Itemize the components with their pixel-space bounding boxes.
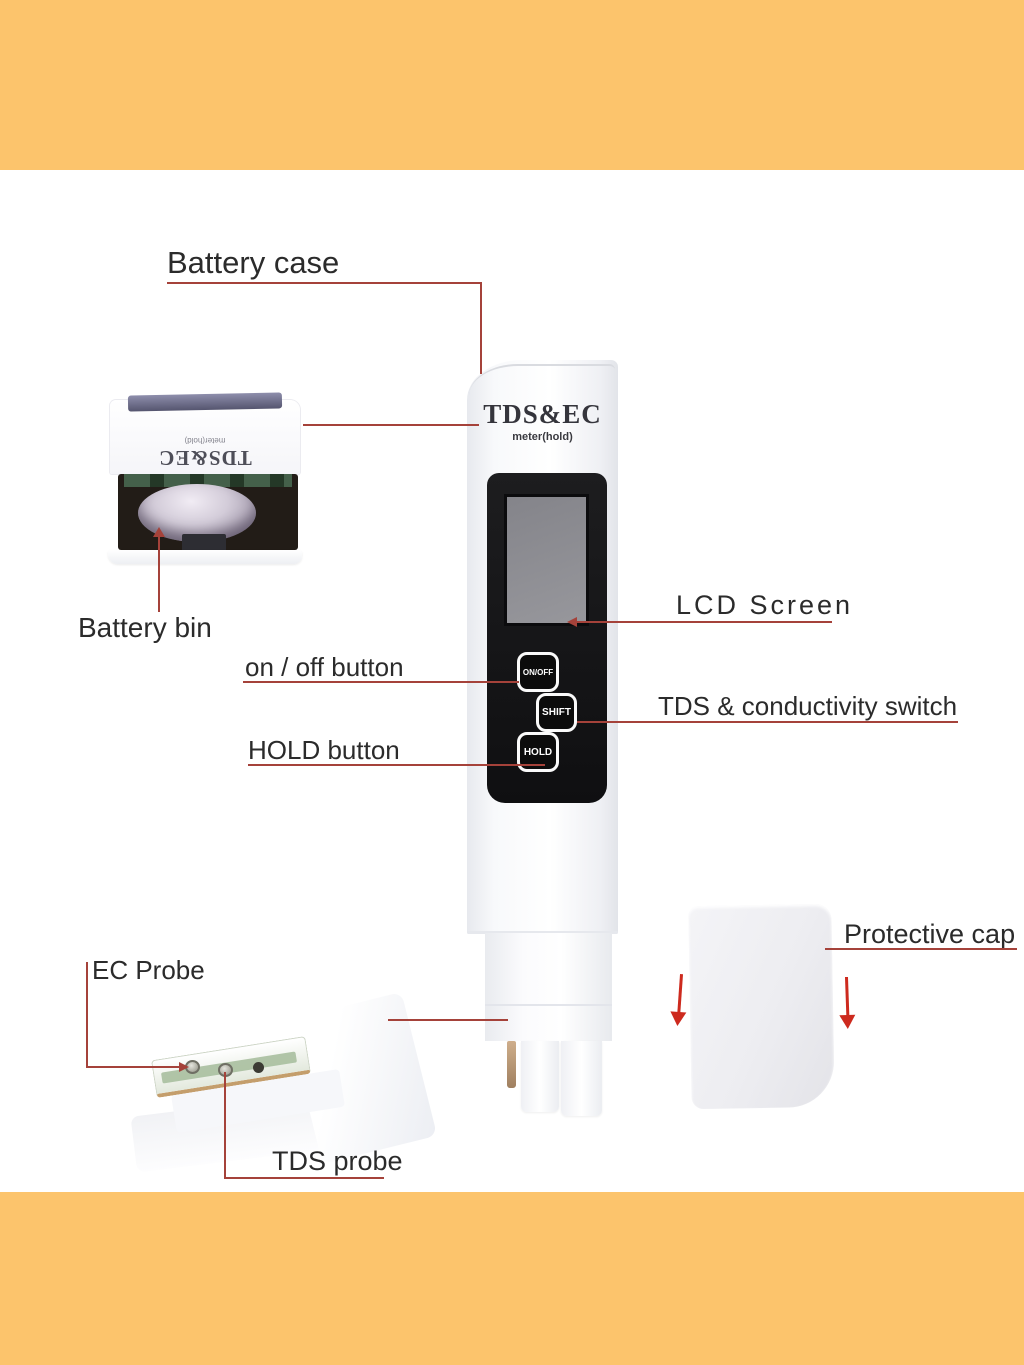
hold-leader-line <box>248 764 545 766</box>
left-arrow-icon <box>567 617 577 627</box>
on-off-button-label: on / off button <box>245 652 404 682</box>
probe-prong-left <box>521 1041 559 1112</box>
battery-case-leader-line-vertical <box>480 282 482 374</box>
shift-button: SHIFT <box>536 693 577 732</box>
down-arrow-icon <box>668 973 690 1032</box>
circuit-board-edge <box>124 474 292 487</box>
tds-probe-leader-line <box>224 1177 384 1179</box>
switch-leader-line <box>577 721 958 723</box>
right-arrow-icon <box>179 1062 189 1072</box>
battery-bin-label: Battery bin <box>78 612 212 643</box>
on-off-button: ON/OFF <box>517 652 559 692</box>
protective-cap-leader-line <box>825 948 1017 950</box>
hold-button-label: HOLD button <box>248 735 400 765</box>
inset-to-meter-leader-line <box>303 424 479 426</box>
ec-probe-label: EC Probe <box>92 955 205 985</box>
battery-case-lip <box>108 550 302 564</box>
meter-neck <box>485 933 612 1041</box>
arrow-head <box>669 1011 687 1027</box>
battery-case-inset-image: TDS&EC meter(hold) <box>108 392 304 570</box>
battery-bin-leader-line <box>158 535 160 612</box>
tds-probe-leader-line-vertical <box>224 1072 226 1179</box>
meter-brand-subtitle: meter(hold) <box>512 431 573 443</box>
tds-probe-pin <box>507 1041 516 1088</box>
down-arrow-icon <box>837 976 857 1036</box>
compartment-notch <box>182 534 226 552</box>
flipped-brand-title: TDS&EC <box>158 446 252 470</box>
meter-shoulder-seam <box>467 931 618 934</box>
battery-case-body <box>110 400 300 474</box>
meter-brand-title: TDS&EC <box>483 399 602 429</box>
bottom-orange-band <box>0 1192 1024 1365</box>
battery-case-leader-line <box>167 282 482 284</box>
arrow-head <box>839 1014 856 1030</box>
meter-neck-seam <box>485 1004 612 1006</box>
tds-probe-label: TDS probe <box>272 1146 403 1176</box>
probe-inset-leader-line <box>388 1019 508 1021</box>
lcd-screen <box>504 494 589 626</box>
arrow-shaft <box>844 976 850 1018</box>
top-orange-band <box>0 0 1024 170</box>
flipped-brand-subtitle: meter(hold) <box>184 436 226 445</box>
flipped-brand-text: TDS&EC meter(hold) <box>110 414 300 470</box>
protective-cap-image <box>688 903 835 1110</box>
up-arrow-icon <box>153 527 165 537</box>
probe-hole <box>253 1062 264 1073</box>
protective-cap-label: Protective cap <box>844 919 1016 949</box>
on-off-leader-line <box>243 681 519 683</box>
lcd-screen-label: LCD Screen <box>676 590 854 620</box>
tds-conductivity-switch-label: TDS & conductivity switch <box>658 691 958 721</box>
probe-inset-image <box>125 991 438 1173</box>
flipped-lcd-strip <box>127 392 283 412</box>
lcd-leader-line <box>576 621 832 623</box>
probe-prong-right <box>561 1041 602 1116</box>
hold-button: HOLD <box>517 732 559 772</box>
meter-top-seam <box>469 364 615 396</box>
ec-probe-leader-line <box>86 1066 182 1068</box>
ec-probe-leader-line-vertical <box>86 962 88 1068</box>
arrow-shaft <box>677 974 684 1015</box>
battery-case-label: Battery case <box>167 245 340 280</box>
